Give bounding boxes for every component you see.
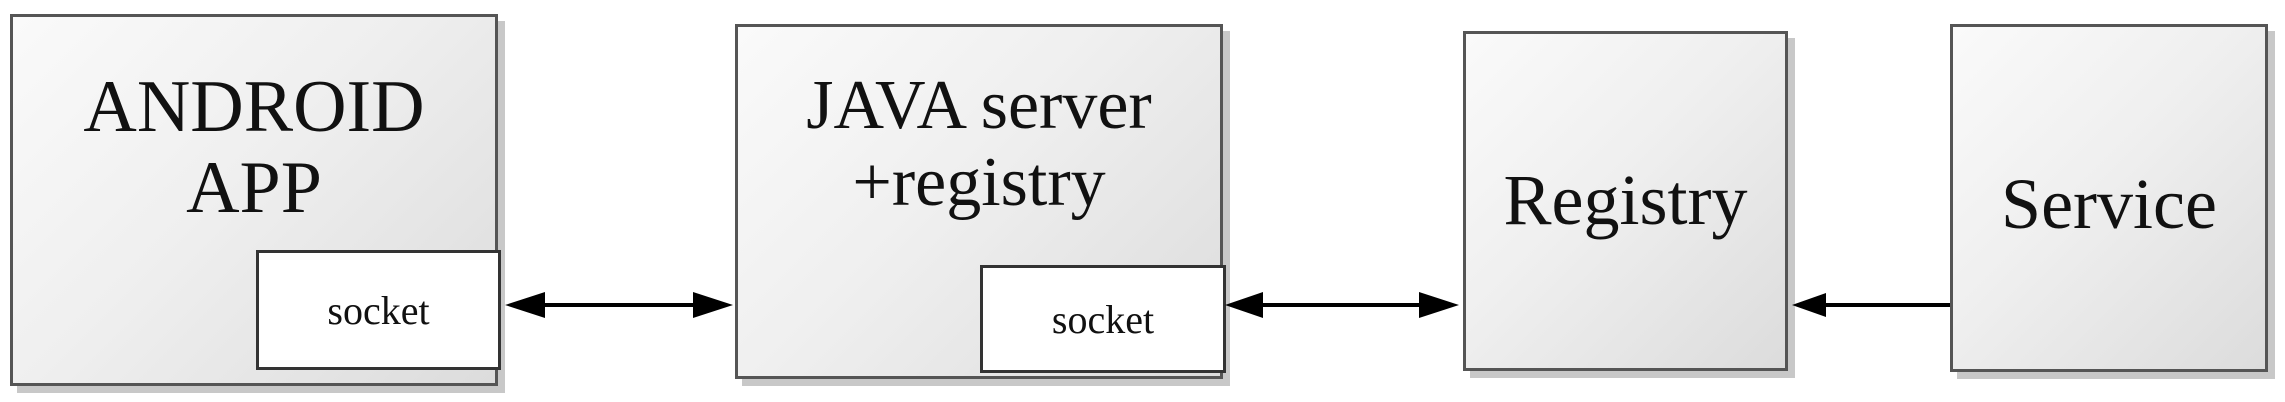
service-title: Service (2001, 164, 2217, 244)
arrow-java-registry (1225, 292, 1459, 318)
android-app-box: ANDROID APP socket (10, 14, 501, 386)
arrow-service-registry (1792, 293, 1950, 317)
android-app-title-line2: APP (186, 147, 322, 230)
service-box: Service (1950, 24, 2268, 372)
android-app-title-line1: ANDROID (83, 66, 425, 148)
java-server-title: JAVA server +registry (738, 67, 1220, 221)
android-socket-label: socket (327, 287, 430, 333)
java-socket: socket (980, 265, 1226, 373)
android-app-title: ANDROID APP (13, 66, 495, 230)
registry-box: Registry (1463, 31, 1788, 371)
java-server-title-line1: JAVA server (806, 67, 1152, 144)
java-socket-label: socket (1051, 296, 1155, 342)
java-server-box: JAVA server +registry socket (735, 24, 1226, 379)
registry-title: Registry (1503, 160, 1748, 240)
java-server-title-line2: +registry (852, 144, 1106, 221)
android-socket: socket (256, 250, 501, 370)
arrow-android-java (505, 292, 733, 318)
